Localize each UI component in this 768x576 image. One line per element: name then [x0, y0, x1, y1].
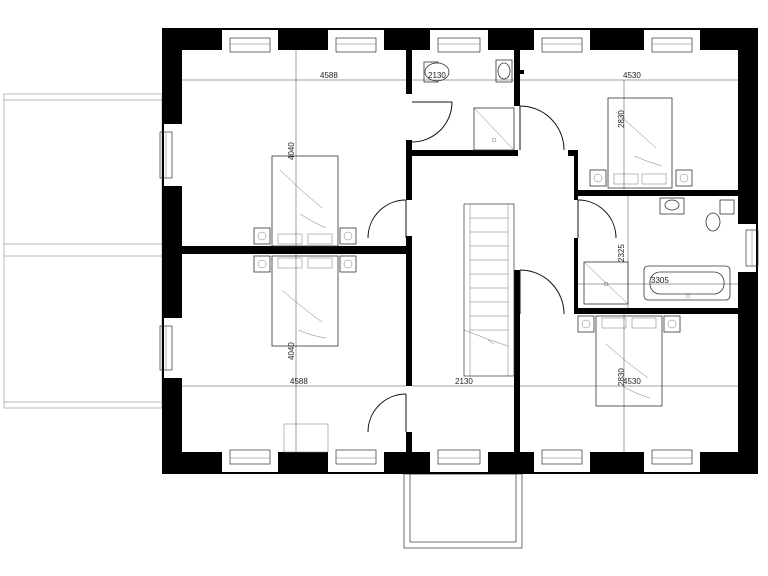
dresser — [283, 423, 329, 453]
dim-landing-width: 2130 — [455, 377, 473, 386]
staircase — [463, 203, 515, 377]
dim-bed2-depth: 2830 — [617, 110, 626, 128]
shower-top — [473, 107, 515, 151]
dim-bed4-width: 4530 — [623, 377, 641, 386]
doors — [367, 101, 617, 433]
main-bathroom-fixtures — [423, 59, 515, 151]
dimension-labels: 4588 2130 4530 4040 2830 2325 3305 4588 … — [287, 71, 669, 386]
window-top-2 — [328, 30, 384, 53]
bed-3 — [253, 255, 357, 347]
dim-bed1-width: 4588 — [320, 71, 338, 80]
door-bed3 — [367, 393, 407, 433]
ensuite-fixtures — [583, 197, 735, 305]
dim-bed4-depth: 2830 — [617, 368, 626, 386]
door-bed2 — [519, 105, 565, 151]
dim-bath-width-ensuite: 3305 — [651, 276, 669, 285]
window-top-5 — [644, 30, 700, 53]
window-top-4 — [534, 30, 590, 53]
window-right-1 — [738, 224, 759, 272]
window-bottom-1 — [222, 449, 278, 472]
dim-bed3-depth: 4040 — [287, 342, 296, 360]
window-top-3 — [430, 30, 488, 53]
window-left-1 — [159, 124, 182, 186]
window-bottom-4 — [534, 449, 590, 472]
dim-ensuite-depth: 2325 — [617, 244, 626, 262]
window-bottom-3 — [430, 449, 488, 472]
door-bath — [411, 101, 453, 143]
window-bottom-5 — [644, 449, 700, 472]
door-ensuite — [577, 199, 617, 239]
ensuite-basin — [659, 197, 685, 215]
dim-bed1-depth: 4040 — [287, 142, 296, 160]
front-porch — [403, 473, 523, 549]
interior-walls — [182, 50, 738, 452]
toilet-top — [423, 61, 450, 83]
window-left-2 — [159, 318, 182, 378]
dim-bed3-width: 4588 — [290, 377, 308, 386]
window-top-1 — [222, 30, 278, 53]
bed-4 — [577, 315, 681, 407]
ensuite-toilet — [705, 199, 735, 232]
door-bed1 — [367, 199, 407, 239]
dim-bath-width: 2130 — [428, 71, 446, 80]
bed-2 — [589, 97, 693, 189]
beds — [253, 97, 693, 453]
basin-top — [495, 59, 513, 83]
window-bottom-2 — [328, 449, 384, 472]
dimension-lines — [182, 50, 738, 452]
door-bed4 — [519, 269, 565, 315]
bed-1 — [253, 155, 357, 247]
left-annex — [3, 93, 163, 409]
dim-bed2-width: 4530 — [623, 71, 641, 80]
windows — [159, 30, 759, 472]
ensuite-bath — [643, 265, 731, 301]
ensuite-shower — [583, 261, 629, 305]
